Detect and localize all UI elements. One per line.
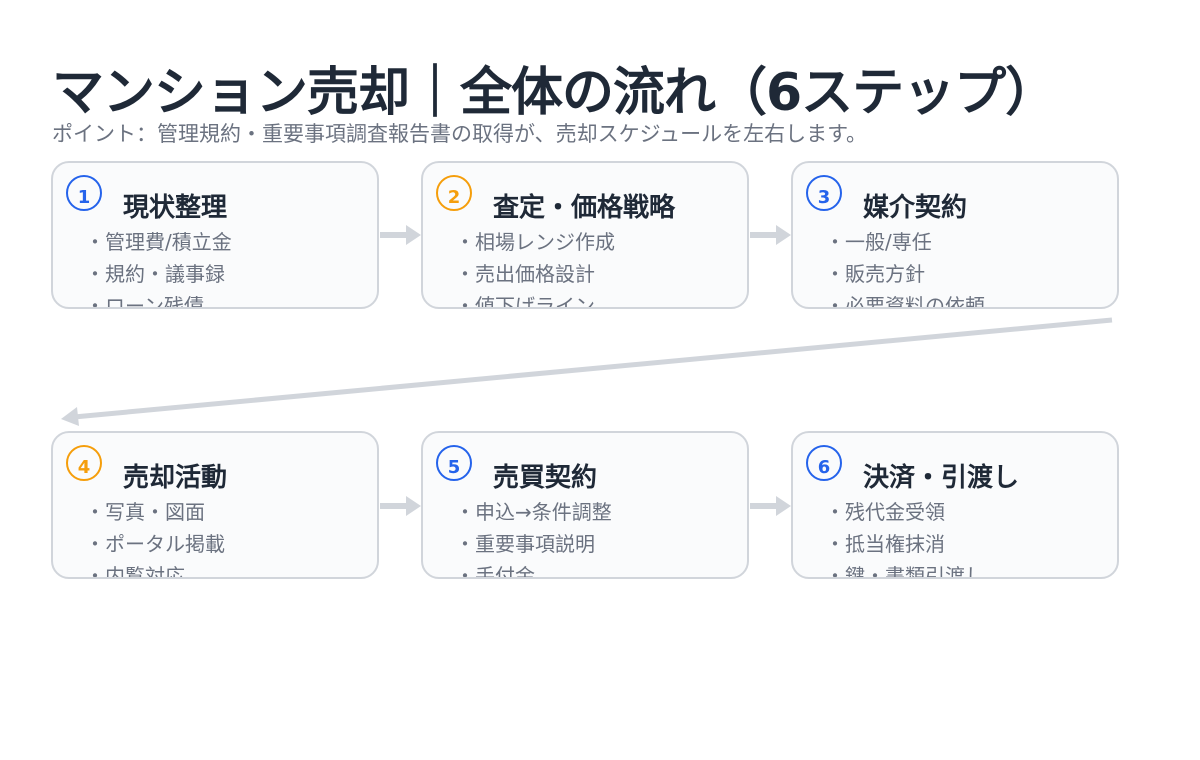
step-title: 現状整理 bbox=[123, 193, 228, 223]
step-card-2: 2 査定・価格戦略 相場レンジ作成売出価格設計値下げライン bbox=[421, 161, 749, 309]
step-item: 売出価格設計 bbox=[455, 259, 615, 291]
step-item: 残代金受領 bbox=[825, 497, 985, 529]
step-number: 3 bbox=[817, 187, 831, 208]
step-card-6: 6 決済・引渡し 残代金受領抵当権抹消鍵・書類引渡し bbox=[791, 431, 1119, 579]
step-item: 一般/専任 bbox=[825, 227, 985, 259]
step-items: 申込→条件調整重要事項説明手付金 bbox=[455, 497, 612, 577]
step-item: 規約・議事録 bbox=[85, 259, 232, 291]
step-item: 重要事項説明 bbox=[455, 529, 612, 561]
step-items: 一般/専任販売方針必要資料の依頼 bbox=[825, 227, 985, 307]
step-card-3: 3 媒介契約 一般/専任販売方針必要資料の依頼 bbox=[791, 161, 1119, 309]
step-number: 6 bbox=[817, 457, 831, 478]
step-number: 5 bbox=[447, 457, 461, 478]
step-title: 決済・引渡し bbox=[863, 463, 1020, 493]
step-item: 鍵・書類引渡し bbox=[825, 561, 985, 577]
step-number-circle-icon bbox=[806, 445, 842, 481]
step-item: 管理費/積立金 bbox=[85, 227, 232, 259]
step-item: 抵当権抹消 bbox=[825, 529, 985, 561]
arrow-1-2 bbox=[380, 225, 421, 245]
step-item: 申込→条件調整 bbox=[455, 497, 612, 529]
step-title: 媒介契約 bbox=[863, 193, 968, 223]
step-item: 内覧対応 bbox=[85, 561, 225, 577]
step-number-circle-icon bbox=[66, 445, 102, 481]
arrow-2-3 bbox=[750, 225, 791, 245]
step-card-1: 1 現状整理 管理費/積立金規約・議事録ローン残債 bbox=[51, 161, 379, 309]
step-card-5: 5 売買契約 申込→条件調整重要事項説明手付金 bbox=[421, 431, 749, 579]
step-item: 必要資料の依頼 bbox=[825, 291, 985, 307]
step-number: 2 bbox=[447, 187, 461, 208]
arrow-5-6 bbox=[750, 496, 791, 516]
step-item: 手付金 bbox=[455, 561, 612, 577]
step-items: 残代金受領抵当権抹消鍵・書類引渡し bbox=[825, 497, 985, 577]
step-item: ポータル掲載 bbox=[85, 529, 225, 561]
step-number-circle-icon bbox=[436, 445, 472, 481]
step-number: 4 bbox=[77, 457, 91, 478]
step-card-4: 4 売却活動 写真・図面ポータル掲載内覧対応 bbox=[51, 431, 379, 579]
step-item: ローン残債 bbox=[85, 291, 232, 307]
step-number: 1 bbox=[77, 187, 91, 208]
step-item: 販売方針 bbox=[825, 259, 985, 291]
step-item: 値下げライン bbox=[455, 291, 615, 307]
arrow-4-5 bbox=[380, 496, 421, 516]
step-title: 査定・価格戦略 bbox=[493, 193, 676, 223]
step-title: 売却活動 bbox=[123, 463, 228, 493]
step-number-circle-icon bbox=[66, 175, 102, 211]
step-items: 写真・図面ポータル掲載内覧対応 bbox=[85, 497, 225, 577]
step-number-circle-icon bbox=[806, 175, 842, 211]
page-subtitle: ポイント：管理規約・重要事項調査報告書の取得が、売却スケジュールを左右します。 bbox=[52, 122, 868, 146]
step-items: 相場レンジ作成売出価格設計値下げライン bbox=[455, 227, 615, 307]
step-number-circle-icon bbox=[436, 175, 472, 211]
step-item: 相場レンジ作成 bbox=[455, 227, 615, 259]
step-title: 売買契約 bbox=[493, 463, 598, 493]
step-item: 写真・図面 bbox=[85, 497, 225, 529]
page-title: マンション売却｜全体の流れ（6ステップ） bbox=[52, 63, 1057, 123]
step-items: 管理費/積立金規約・議事録ローン残債 bbox=[85, 227, 232, 307]
arrow-3-4 bbox=[61, 317, 1113, 426]
